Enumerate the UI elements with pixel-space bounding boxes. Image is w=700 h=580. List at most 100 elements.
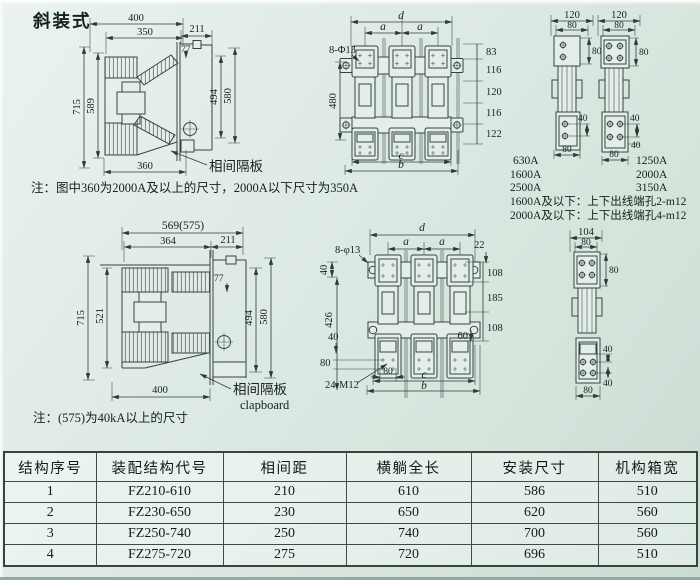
spec-table: 结构序号 装配结构代号 相间距 横躺全长 安装尺寸 机构箱宽 1 FZ210-6… [3, 451, 698, 567]
dim-715-label: 715 [72, 99, 83, 115]
dim-60-label: 60 [458, 331, 469, 342]
cell: 4 [3, 544, 97, 567]
bolts-24-m12-label: 24-M12 [325, 380, 359, 391]
dim-c-label: c [421, 369, 426, 381]
dim-350-label: 350 [137, 27, 153, 38]
dim-116-label: 116 [486, 108, 501, 119]
dim-211-label: 211 [189, 24, 204, 35]
scan-edge-top [0, 0, 700, 5]
pole-view-single: 104 80 80 40 40 80 [569, 227, 619, 400]
cell: 610 [345, 481, 472, 503]
upper-contact-arm [136, 54, 179, 86]
table-header-row: 结构序号 装配结构代号 相间距 横躺全长 安装尺寸 机构箱宽 [3, 451, 698, 482]
dim-400-label: 400 [128, 13, 144, 24]
cell: 696 [470, 544, 599, 567]
col-header-total-length: 横躺全长 [345, 451, 472, 482]
upper-contact-arm [171, 271, 211, 293]
cell: 2 [3, 502, 97, 524]
dim-122-label: 122 [486, 129, 502, 140]
mounting-bolt [180, 119, 200, 139]
dim-494-label: 494 [244, 309, 255, 326]
holes-8-phi13-label: 8-Φ13 [329, 45, 356, 56]
phase-pole [446, 254, 474, 379]
rating-2500: 2500A [510, 182, 542, 194]
engineering-drawing: 斜装式 400 350 211 77 715 589 494 580 360 [31, 10, 687, 425]
dim-211-label: 211 [220, 235, 235, 246]
dim-80-label: 80 [614, 21, 624, 31]
cell: 210 [222, 481, 347, 503]
table-row: 4 FZ275-720 275 720 696 510 [3, 544, 698, 567]
ratings-legend: 630A 1250A 1600A 2000A 2500A 3150A 1600A… [510, 155, 687, 222]
table-row: 2 FZ230-650 230 650 620 560 [3, 502, 698, 524]
dim-521-label: 521 [95, 308, 106, 324]
pole-view-4hole: 120 80 80 40 40 80 [597, 10, 649, 165]
dim-569-label: 569(575) [162, 220, 204, 232]
mounting-bolt [214, 332, 234, 352]
lower-contact-arm [171, 332, 211, 354]
cell: 720 [345, 544, 472, 567]
dim-40-label: 40 [328, 332, 339, 343]
partition-label-en: clapboard [240, 398, 290, 412]
dim-364-label: 364 [160, 236, 177, 247]
dim-80-label: 80 [320, 358, 331, 369]
cell: 560 [597, 502, 698, 524]
dim-80-label: 80 [583, 386, 593, 396]
rating-2000: 2000A [636, 169, 668, 181]
cell: 650 [345, 502, 472, 524]
terminal-note-1: 1600A及以下：上下出线端孔2-m12 [510, 194, 687, 208]
cell: 275 [222, 544, 347, 567]
dim-589-label: 589 [86, 98, 97, 114]
col-header-phase-spacing: 相间距 [222, 451, 347, 482]
dim-b-label: b [398, 159, 404, 171]
phase-partition-plate [176, 42, 181, 161]
dim-40-label: 40 [603, 379, 613, 389]
side-view-top: 斜装式 400 350 211 77 715 589 494 580 360 [31, 11, 358, 195]
col-header-mounting-size: 安装尺寸 [470, 451, 599, 482]
dim-80-label: 80 [581, 238, 591, 248]
partition-label: 相间隔板 [233, 382, 287, 397]
partition-label: 相间隔板 [209, 159, 263, 174]
dim-a-label: a [417, 21, 423, 33]
dim-120-label: 120 [564, 10, 580, 21]
cell: 250 [222, 523, 347, 545]
dim-40-label: 40 [630, 114, 640, 124]
cell: 560 [597, 523, 698, 545]
dim-d-label: d [419, 222, 425, 234]
rating-1250: 1250A [636, 155, 668, 167]
dim-a-label: a [403, 236, 409, 248]
dim-480-label: 480 [328, 93, 339, 109]
scan-edge-left [0, 0, 4, 580]
table-row: 3 FZ250-740 250 740 700 560 [3, 523, 698, 545]
col-header-code: 装配结构代号 [95, 451, 224, 482]
dim-360-label: 360 [137, 161, 153, 172]
dim-a-label: a [380, 21, 386, 33]
dim-80-label: 80 [609, 266, 619, 276]
dim-40-label: 40 [319, 265, 330, 276]
rating-1600: 1600A [510, 169, 542, 181]
dim-120-label: 120 [486, 87, 502, 98]
col-header-box-width: 机构箱宽 [597, 451, 698, 482]
rating-3150: 3150A [636, 182, 668, 194]
dim-426-label: 426 [324, 312, 335, 328]
cell: FZ275-720 [95, 544, 224, 567]
operating-rods [382, 38, 460, 164]
dim-a-label: a [439, 236, 445, 248]
dim-120-label: 120 [611, 10, 627, 21]
dim-40-label: 40 [631, 141, 641, 151]
terminal-note-2: 2000A及以下：上下出线端孔4-m12 [510, 208, 687, 222]
side-view-bottom: 569(575) 364 211 77 715 521 494 580 400 … [33, 220, 290, 425]
dim-77-label: 77 [214, 274, 224, 284]
dim-40-label: 40 [603, 345, 613, 355]
phase-pole [424, 45, 452, 161]
cell: 510 [597, 481, 698, 503]
table-row: 1 FZ210-610 210 610 586 510 [3, 481, 698, 503]
dim-715-label: 715 [76, 310, 87, 326]
dim-580-label: 580 [223, 88, 234, 104]
dim-400-label: 400 [152, 385, 168, 396]
front-view-top: d a a 8-Φ13 480 83 116 120 116 122 c b [328, 10, 502, 175]
dim-80-label: 80 [562, 145, 572, 155]
cell: FZ250-740 [95, 523, 224, 545]
note-top: 注：图中360为2000A及以上的尺寸，2000A以下尺寸为350A [31, 180, 358, 195]
cell: FZ210-610 [95, 481, 224, 503]
